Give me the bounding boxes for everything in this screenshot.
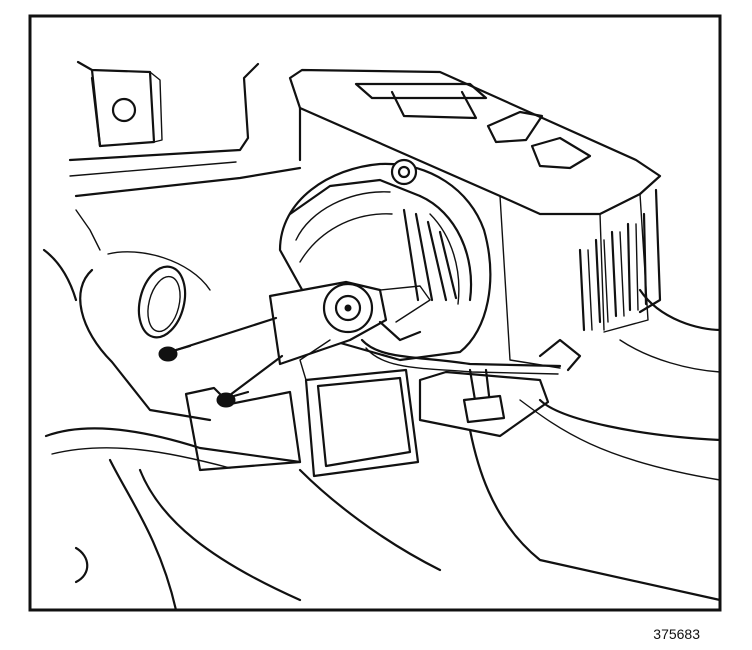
figure-id-label: 375683 [653, 626, 700, 642]
figure-frame [28, 14, 722, 612]
motor-housing [299, 339, 420, 478]
floor-panel [42, 209, 722, 612]
mounting-bracket [68, 60, 302, 198]
oval-opening [79, 251, 212, 422]
motor-strap [168, 280, 431, 400]
blower-case [288, 68, 662, 369]
wiring-harness [360, 320, 582, 424]
screw-upper [158, 344, 192, 362]
